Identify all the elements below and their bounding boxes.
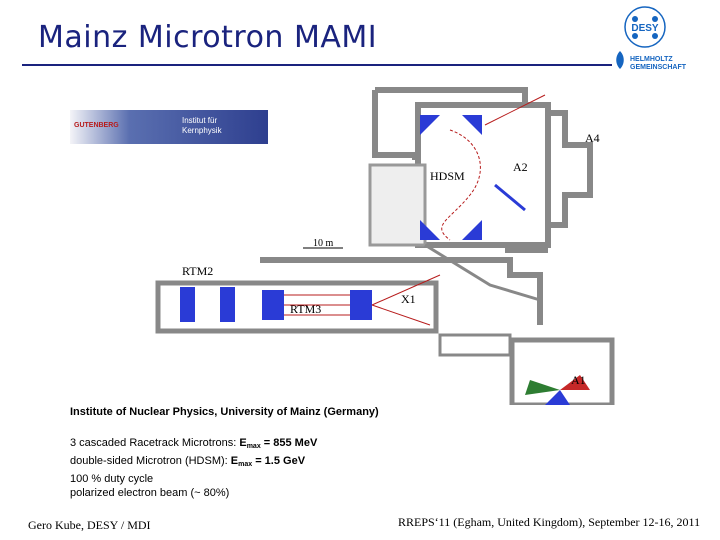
rtm2-magnet — [220, 287, 235, 322]
helmholtz-leaf-icon — [616, 51, 624, 69]
helmholtz-line-2: GEMEINSCHAFT — [630, 64, 686, 71]
footer-event: RREPS‘11 (Egham, United Kingdom), Septem… — [398, 515, 701, 529]
institute-name: Institut für Kernphysik — [182, 116, 222, 136]
fact-rtm-sub: max — [246, 443, 261, 450]
beam-path — [371, 274, 441, 326]
desy-logo-icon: DESY — [624, 6, 666, 48]
university-logo: GUTENBERG — [74, 122, 119, 129]
page-title: Mainz Microtron MAMI — [38, 20, 378, 55]
fact-rtm-text: 3 cascaded Racetrack Microtrons: — [70, 437, 240, 449]
fact-hdsm-value: = 1.5 GeV — [252, 455, 306, 467]
label-x1: X1 — [401, 292, 416, 306]
beam-path — [494, 183, 526, 212]
desy-logo-text: DESY — [631, 23, 659, 34]
fact-rtm: 3 cascaded Racetrack Microtrons: Emax = … — [70, 436, 317, 454]
label-a2: A2 — [513, 160, 528, 174]
beam-path — [441, 129, 481, 241]
fact-duty-cycle: 100 % duty cycle — [70, 473, 154, 485]
beam-path — [284, 294, 350, 316]
spectrometer — [545, 390, 570, 405]
hdsm-magnet — [420, 220, 440, 240]
helmholtz-logo: HELMHOLTZ GEMEINSCHAFT — [630, 56, 686, 72]
hdsm-magnet — [462, 220, 482, 240]
spectrometer — [560, 375, 590, 390]
label-scale: 10 m — [313, 238, 334, 249]
helmholtz-line-1: HELMHOLTZ — [630, 56, 673, 63]
footer-author: Gero Kube, DESY / MDI — [28, 518, 151, 532]
fact-rtm-value: = 855 MeV — [260, 437, 318, 449]
label-a4: A4 — [585, 131, 600, 145]
subtitle: Institute of Nuclear Physics, University… — [70, 406, 379, 418]
rtm2-magnet — [180, 287, 195, 322]
fact-polarization: polarized electron beam (~ 80%) — [70, 487, 230, 499]
facts-list: 3 cascaded Racetrack Microtrons: Emax = … — [70, 436, 317, 500]
mami-floor-plan — [155, 87, 615, 405]
institute-banner: GUTENBERG Institut für Kernphysik — [70, 110, 268, 144]
label-rtm3: RTM3 — [290, 302, 322, 316]
label-rtm2: RTM2 — [182, 264, 214, 278]
hdsm-magnet — [462, 115, 482, 135]
label-a1: A1 — [571, 373, 586, 387]
fact-hdsm-sub: max — [238, 461, 253, 468]
institute-line-2: Kernphysik — [182, 126, 222, 135]
fact-hdsm-e: E — [230, 455, 239, 467]
rtm3-magnet — [262, 290, 284, 320]
hdsm-magnet — [420, 115, 440, 135]
fact-hdsm-text: double-sided Microtron (HDSM): — [70, 455, 231, 467]
rtm-hall — [155, 280, 439, 334]
spectrometer — [525, 380, 560, 395]
beam-path — [484, 94, 546, 126]
rtm3-magnet — [350, 290, 372, 320]
institute-line-1: Institut für — [182, 116, 218, 125]
fact-hdsm: double-sided Microtron (HDSM): Emax = 1.… — [70, 454, 317, 472]
title-underline — [22, 64, 612, 66]
label-hdsm: HDSM — [430, 169, 465, 183]
fact-rtm-e: E — [239, 437, 247, 449]
